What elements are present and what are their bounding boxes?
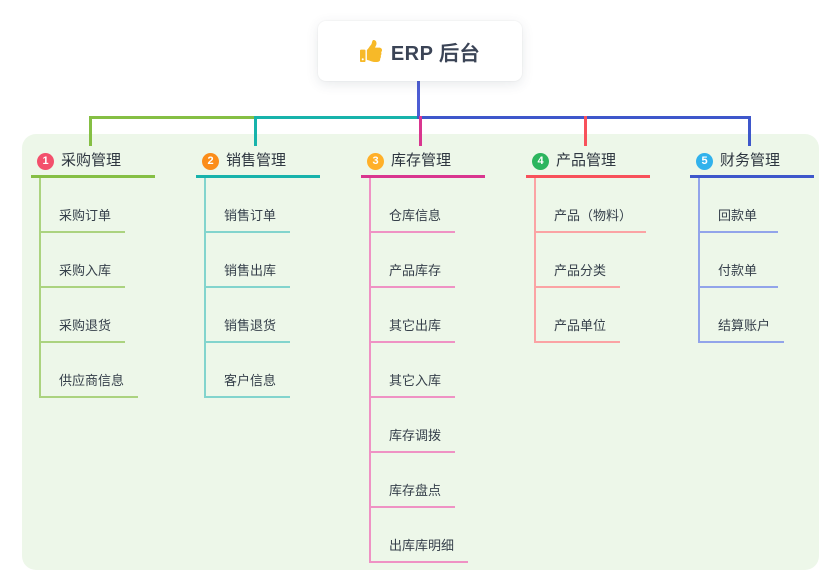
branch-children-group: 回款单 付款单 结算账户 — [698, 178, 785, 343]
child-node[interactable]: 其它入库 — [371, 343, 456, 398]
child-node-label: 销售退货 — [224, 318, 277, 333]
mindmap-background-panel — [22, 134, 819, 570]
branch-node-label: 采购管理 — [61, 152, 122, 169]
branch-children-group: 产品（物料） 产品分类 产品单位 — [534, 178, 647, 343]
child-node[interactable]: 采购入库 — [41, 233, 126, 288]
branch-children-group: 仓库信息 产品库存 其它出库 其它入库 库存调拨 库存盘点 出库库明细 — [369, 178, 469, 563]
child-node[interactable]: 付款单 — [700, 233, 778, 288]
branch-node[interactable]: 2 销售管理 — [196, 150, 320, 178]
child-node-label: 采购订单 — [59, 208, 112, 223]
branch-number-badge: 4 — [532, 152, 549, 170]
branch-number-badge: 1 — [37, 152, 54, 170]
child-node-label: 结算账户 — [718, 318, 771, 333]
branch-node[interactable]: 3 库存管理 — [361, 150, 485, 178]
branch-1: 1 采购管理 采购订单 采购入库 采购退货 供应商信息 — [31, 150, 155, 398]
branch-node-label: 库存管理 — [391, 152, 452, 169]
branch-children-group: 采购订单 采购入库 采购退货 供应商信息 — [39, 178, 139, 398]
branch-drop-line-3 — [419, 116, 422, 146]
child-node[interactable]: 出库库明细 — [371, 508, 469, 563]
child-node-label: 产品（物料） — [554, 208, 633, 223]
child-node-label: 销售出库 — [224, 263, 277, 278]
root-node-label: ERP 后台 — [390, 42, 481, 65]
child-node-label: 产品单位 — [554, 318, 607, 333]
child-node[interactable]: 销售出库 — [206, 233, 291, 288]
child-node[interactable]: 销售退货 — [206, 288, 291, 343]
child-node-label: 采购入库 — [59, 263, 112, 278]
child-node[interactable]: 供应商信息 — [41, 343, 139, 398]
child-node[interactable]: 仓库信息 — [371, 178, 456, 233]
child-node[interactable]: 产品分类 — [536, 233, 621, 288]
child-node[interactable]: 回款单 — [700, 178, 778, 233]
branch-5: 5 财务管理 回款单 付款单 结算账户 — [690, 150, 814, 343]
child-node[interactable]: 库存盘点 — [371, 453, 456, 508]
child-node-label: 库存盘点 — [389, 483, 442, 498]
child-node-label: 出库库明细 — [389, 538, 455, 553]
child-node-label: 销售订单 — [224, 208, 277, 223]
child-node-label: 产品分类 — [554, 263, 607, 278]
child-node-label: 采购退货 — [59, 318, 112, 333]
child-node[interactable]: 其它出库 — [371, 288, 456, 343]
child-node-label: 库存调拨 — [389, 428, 442, 443]
child-node-label: 其它入库 — [389, 373, 442, 388]
branch-node-label: 产品管理 — [556, 152, 617, 169]
child-node[interactable]: 采购订单 — [41, 178, 126, 233]
branch-drop-line-5 — [748, 116, 751, 146]
root-stem-line — [417, 81, 420, 119]
child-node[interactable]: 结算账户 — [700, 288, 785, 343]
branch-drop-line-1 — [89, 116, 92, 146]
child-node[interactable]: 采购退货 — [41, 288, 126, 343]
child-node-label: 付款单 — [718, 263, 758, 278]
child-node-label: 其它出库 — [389, 318, 442, 333]
child-node[interactable]: 客户信息 — [206, 343, 291, 398]
child-node[interactable]: 产品库存 — [371, 233, 456, 288]
branch-4: 4 产品管理 产品（物料） 产品分类 产品单位 — [526, 150, 650, 343]
branch-node[interactable]: 4 产品管理 — [526, 150, 650, 178]
child-node-label: 客户信息 — [224, 373, 277, 388]
child-node[interactable]: 库存调拨 — [371, 398, 456, 453]
branch-number-badge: 2 — [202, 152, 219, 170]
branch-number-badge: 5 — [696, 152, 713, 170]
branch-2: 2 销售管理 销售订单 销售出库 销售退货 客户信息 — [196, 150, 320, 398]
child-node-label: 仓库信息 — [389, 208, 442, 223]
child-node-label: 供应商信息 — [59, 373, 125, 388]
branch-drop-line-2 — [254, 116, 257, 146]
branch-3: 3 库存管理 仓库信息 产品库存 其它出库 其它入库 库存调拨 库存盘点 出库库… — [361, 150, 485, 563]
branch-node-label: 销售管理 — [226, 152, 287, 169]
branch-children-group: 销售订单 销售出库 销售退货 客户信息 — [204, 178, 291, 398]
thumbs-up-icon — [359, 40, 382, 62]
child-node[interactable]: 销售订单 — [206, 178, 291, 233]
branch-number-badge: 3 — [367, 152, 384, 170]
child-node-label: 回款单 — [718, 208, 758, 223]
child-node-label: 产品库存 — [389, 263, 442, 278]
branch-node[interactable]: 5 财务管理 — [690, 150, 814, 178]
child-node[interactable]: 产品单位 — [536, 288, 621, 343]
bus-segment-teal — [254, 116, 417, 119]
branch-node-label: 财务管理 — [720, 152, 781, 169]
child-node[interactable]: 产品（物料） — [536, 178, 647, 233]
root-node[interactable]: ERP 后台 — [318, 21, 522, 81]
branch-node[interactable]: 1 采购管理 — [31, 150, 155, 178]
bus-segment-green — [89, 116, 254, 119]
branch-drop-line-4 — [584, 116, 587, 146]
